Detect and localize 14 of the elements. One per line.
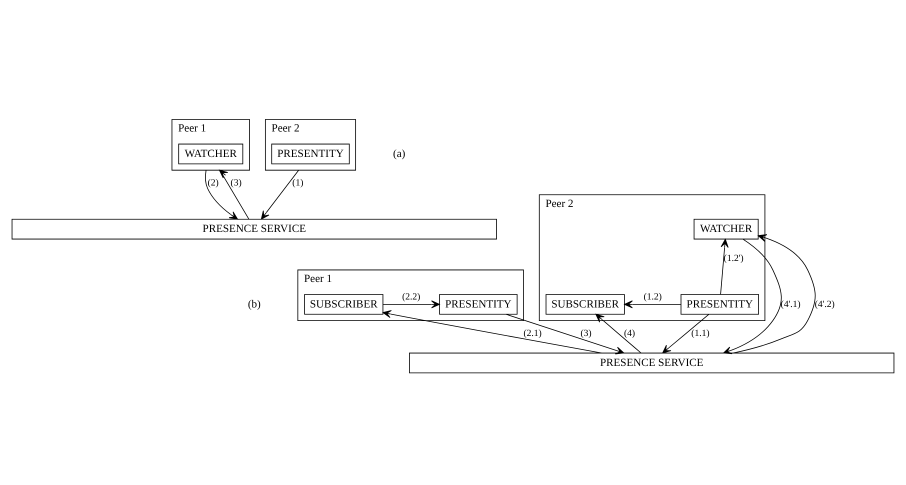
edge-label: (4) xyxy=(624,328,636,339)
edge-label: (1.1) xyxy=(691,328,710,339)
edge-label: (3) xyxy=(580,328,592,339)
edge-label: (4'.2) xyxy=(814,299,835,310)
edge-label: (1.2) xyxy=(644,292,662,302)
label: (b) xyxy=(248,298,261,310)
edge-label: (1.2') xyxy=(724,253,744,264)
label: (a) xyxy=(393,147,406,160)
edge-label: (4'.1) xyxy=(780,299,801,310)
edge-label: (2.2) xyxy=(402,292,420,302)
edge-label: (3) xyxy=(230,178,242,188)
edge-label: (2.1) xyxy=(523,328,542,339)
edge-label: (2) xyxy=(208,178,219,188)
edge-label: (1) xyxy=(292,178,304,188)
